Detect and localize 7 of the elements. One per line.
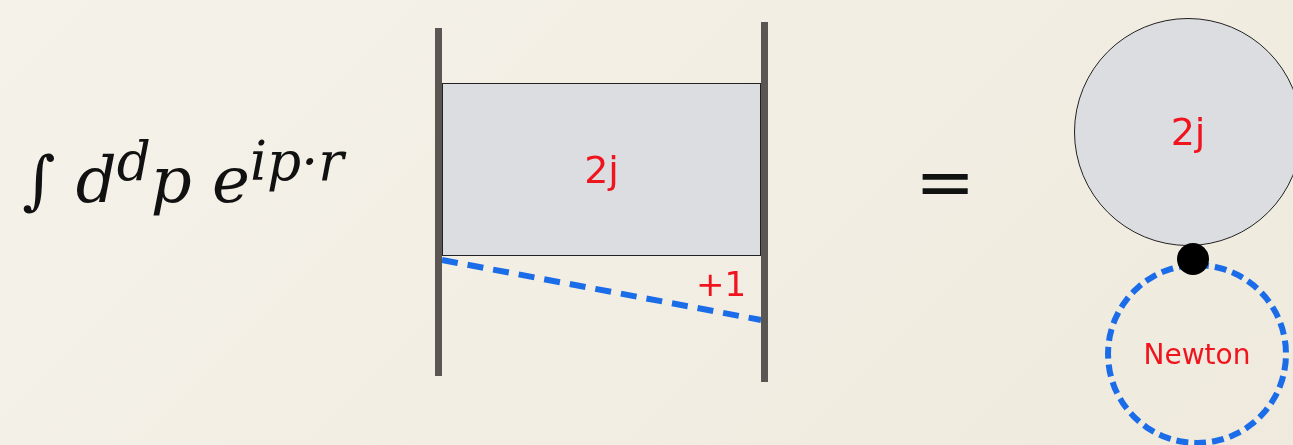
- diagram-box: [442, 83, 761, 256]
- edge-label: +1: [696, 264, 747, 304]
- node-label: 2j: [584, 147, 619, 192]
- dashed-line: [441, 257, 762, 323]
- node-label: 2j: [1170, 110, 1206, 154]
- node-label: Newton: [1143, 337, 1251, 371]
- equals-sign: =: [915, 140, 976, 224]
